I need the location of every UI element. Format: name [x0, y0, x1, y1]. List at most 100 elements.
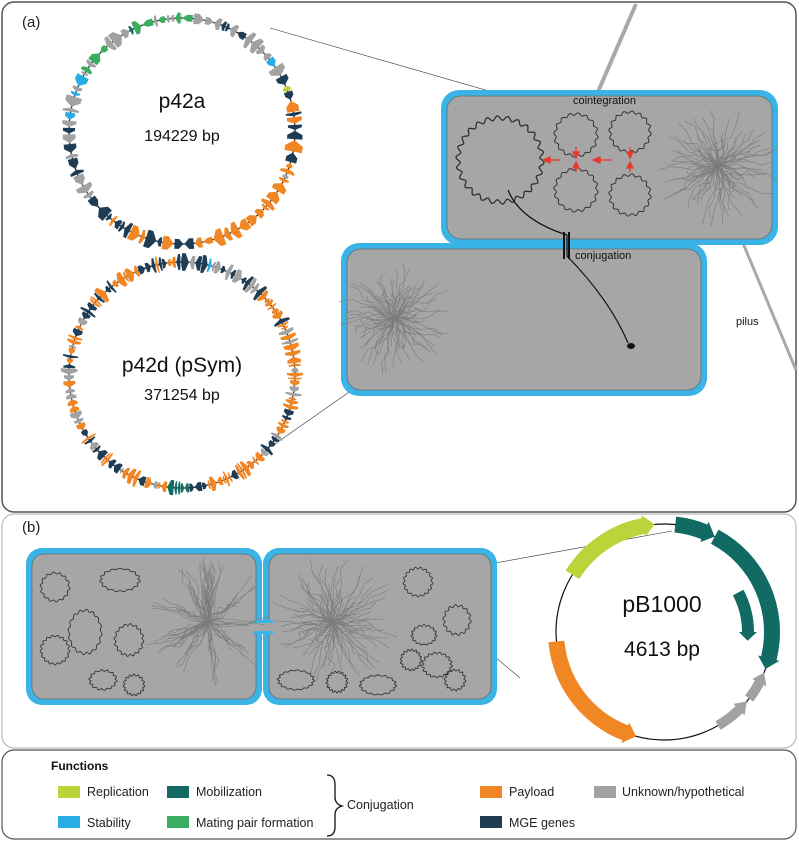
chromosome-strand: [394, 317, 421, 345]
chromosome-strand: [360, 306, 396, 320]
plasmid-loop: [553, 112, 599, 158]
legend-label: Payload: [509, 785, 554, 799]
gene-arrow: [87, 301, 98, 311]
gene-arrow: [122, 467, 131, 480]
chromosome-strand: [331, 602, 354, 623]
plasmid-loop: [443, 668, 467, 692]
chromosome-strand: [207, 603, 238, 623]
chromosome-strand: [331, 565, 339, 623]
chromosome-strand: [331, 617, 369, 625]
gene-arrow: [68, 334, 83, 341]
plasmid-loop: [421, 651, 453, 679]
chromosome-strand: [338, 299, 396, 319]
chromosome-strand: [194, 600, 209, 623]
gene-arrow: [237, 31, 247, 41]
chromosome-strand: [688, 165, 719, 208]
chromosome-strand: [207, 621, 250, 628]
gene-arrow: [105, 213, 112, 221]
chromosome-strand: [378, 296, 396, 319]
gene-arrow: [63, 364, 76, 369]
gene-arrow: [274, 317, 290, 327]
cointegration-arrows: [541, 147, 635, 172]
gene-arrow: [279, 168, 295, 176]
gene-arrow: [260, 444, 274, 456]
gene-arrow: [201, 482, 207, 490]
gene-arrow: [281, 418, 290, 424]
gene-arrow: [72, 327, 83, 337]
gene-arrow: [97, 450, 108, 461]
gene-arrow: [287, 356, 302, 364]
gene-arrow: [144, 262, 151, 273]
gene-arrow: [264, 298, 274, 307]
chromosome-strand: [279, 621, 333, 645]
gene-arrow: [239, 461, 252, 477]
chromosome-strand: [657, 165, 719, 171]
chromosome-strand: [701, 132, 719, 167]
gene-arrow: [207, 480, 212, 490]
chromosome-strand: [714, 139, 719, 167]
gene-arrow: [108, 459, 117, 469]
gene-arrow: [180, 483, 185, 493]
legend-label: Replication: [87, 785, 149, 799]
chromosome-strand: [717, 165, 749, 189]
chromosome-strand: [207, 621, 227, 639]
gene-arrow: [73, 417, 84, 424]
gene-arrow: [270, 432, 283, 442]
gene-arrow: [244, 277, 257, 293]
chromosome-strand: [175, 621, 209, 666]
cointegration-label: cointegration: [573, 95, 636, 107]
legend-group-conjugation: Conjugation: [347, 798, 414, 812]
chromosome-strand: [687, 163, 719, 169]
gene-arrow: [214, 18, 223, 31]
gene-arrow: [62, 354, 79, 359]
gene-arrow: [152, 481, 159, 489]
chromosome-strand: [150, 605, 209, 623]
gene-arrow: [161, 258, 167, 269]
chromosome-strand: [175, 606, 209, 623]
gene-arrow: [268, 439, 276, 447]
panel-a-label: (a): [22, 14, 40, 31]
gene-arrow: [230, 221, 243, 239]
gene-arrow: [167, 479, 175, 496]
gene-arrow: [62, 107, 80, 114]
chromosome-strand: [302, 621, 333, 658]
legend-swatch: [480, 816, 502, 828]
gene-arrow: [157, 16, 166, 24]
gene-arrow: [710, 529, 780, 669]
nucleoid: [657, 110, 778, 226]
gene-arrow: [277, 321, 289, 328]
gene-arrow: [246, 460, 255, 470]
plasmid-size-p42d: 371254 bp: [144, 387, 220, 404]
chromosome-strand: [710, 165, 721, 226]
chromosome-strand: [175, 621, 209, 668]
chromosome-strand: [318, 564, 333, 623]
gene-arrow: [80, 428, 88, 437]
gene-arrow: [281, 174, 289, 180]
plasmid-loop: [39, 571, 71, 603]
chromosome-strand: [207, 564, 214, 623]
chromosome-strand: [394, 263, 406, 319]
chromosome-strand: [281, 621, 333, 633]
gene-arrow: [291, 366, 299, 373]
chromosome-strand: [331, 621, 378, 647]
gene-arrow: [249, 38, 264, 54]
plasmid-loop: [122, 673, 146, 697]
gene-arrow: [195, 256, 203, 271]
gene-arrow: [100, 453, 111, 464]
gene-arrow: [278, 421, 289, 429]
gene-arrow: [114, 463, 123, 474]
chromosome-strand: [309, 558, 333, 623]
gene-arrow: [289, 380, 300, 386]
chromosome-strand: [682, 165, 719, 181]
gene-arrow: [278, 176, 290, 183]
gene-arrow: [254, 208, 264, 219]
chromosome-strand: [353, 317, 396, 327]
chromosome-strand: [207, 621, 247, 625]
chromosome-strand: [359, 282, 396, 319]
plasmid-loop: [455, 115, 545, 205]
chromosome-strand: [306, 602, 333, 623]
chromosome-strand: [394, 286, 424, 319]
chromosome-strand: [702, 165, 719, 224]
legend-item-mobilization: Mobilization: [167, 785, 262, 799]
gene-arrow: [288, 397, 297, 401]
